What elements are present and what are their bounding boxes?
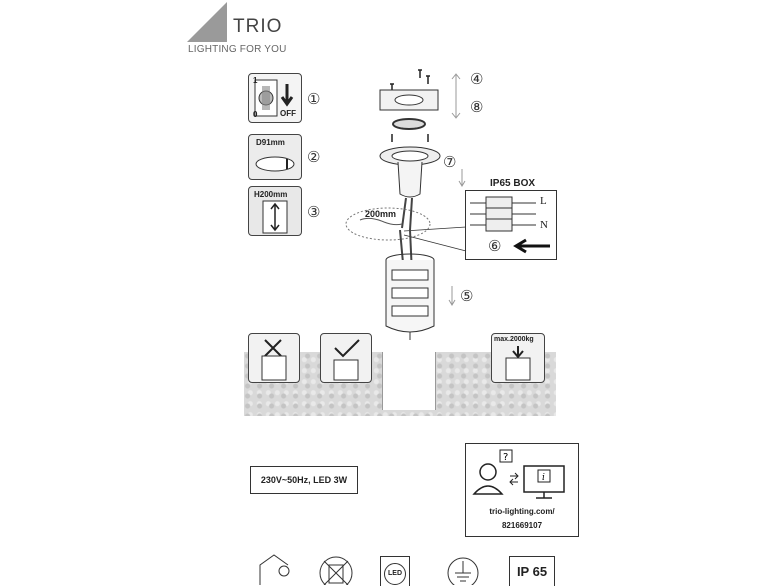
load-arrow-icon <box>505 346 531 381</box>
fixture-body-drawing <box>345 134 441 241</box>
switch-off-label: 0 <box>253 110 258 119</box>
step-5-number: ⑤ <box>460 288 474 305</box>
ip65-box-title: IP65 BOX <box>490 178 536 189</box>
trio-logo-triangle <box>187 2 227 42</box>
load-rating-panel: max.2000kg <box>491 333 545 383</box>
step-6-number: ⑥ <box>488 238 502 255</box>
step-3-number: ③ <box>307 204 321 221</box>
led-label: LED <box>384 563 406 585</box>
exchange-arrows-icon <box>509 472 519 486</box>
step-3-panel: H200mm <box>248 186 302 236</box>
install-hole <box>382 352 436 410</box>
drill-hole-icon <box>255 156 295 172</box>
step-8-number: ⑧ <box>470 99 484 116</box>
terminal-n-label: N <box>540 219 548 231</box>
terminal-l-label: L <box>540 195 547 207</box>
switch-on-label: 1 <box>253 76 258 85</box>
diameter-label: D91mm <box>256 138 285 147</box>
terminal-block-drawing <box>470 196 550 254</box>
support-icons: ? i <box>472 449 565 499</box>
no-disposal-icon <box>319 556 353 585</box>
indoor-outdoor-icon <box>259 554 290 585</box>
down-arrow-icon <box>458 169 466 187</box>
down-arrow-icon <box>448 286 456 306</box>
cable-length-label: 200mm <box>365 209 397 219</box>
monitor-info-icon: i <box>523 465 565 499</box>
step-1-number: ① <box>307 91 321 108</box>
wrong-install-panel <box>248 333 300 383</box>
electrical-spec: 230V~50Hz, LED 3W <box>250 466 358 494</box>
step-2-panel: D91mm <box>248 134 302 180</box>
power-switch-icon <box>254 79 294 117</box>
off-label: OFF <box>280 109 296 118</box>
depth-arrow-icon <box>262 200 288 234</box>
step-4-number: ④ <box>470 71 484 88</box>
step-2-number: ② <box>307 149 321 166</box>
load-label: max.2000kg <box>494 336 534 343</box>
correct-install-panel <box>320 333 372 383</box>
led-icon: LED <box>380 556 410 586</box>
wiring-box: L N ⑥ <box>465 190 557 260</box>
check-icon <box>333 339 360 381</box>
depth-label: H200mm <box>254 190 288 199</box>
leader-lines <box>403 226 467 252</box>
up-down-arrow-icon <box>451 73 461 119</box>
svg-text:?: ? <box>503 452 508 463</box>
step-1-panel: 1 0 OFF <box>248 73 302 123</box>
sleeve-drawing <box>385 230 435 340</box>
ip65-icon: IP 65 <box>509 556 555 586</box>
user-question-icon: ? <box>472 449 513 495</box>
support-url[interactable]: trio-lighting.com/ <box>489 507 555 516</box>
earth-icon <box>447 557 479 585</box>
cover-plate-drawing <box>379 69 439 130</box>
brand-name: TRIO <box>233 16 283 37</box>
brand-tagline: LIGHTING FOR YOU <box>188 44 287 55</box>
support-box: ? i trio-lighting.com/ 821669107 <box>465 443 579 537</box>
product-code: 821669107 <box>501 521 543 530</box>
cross-icon <box>261 339 287 381</box>
svg-text:i: i <box>542 473 545 483</box>
step-7-number: ⑦ <box>443 154 457 171</box>
